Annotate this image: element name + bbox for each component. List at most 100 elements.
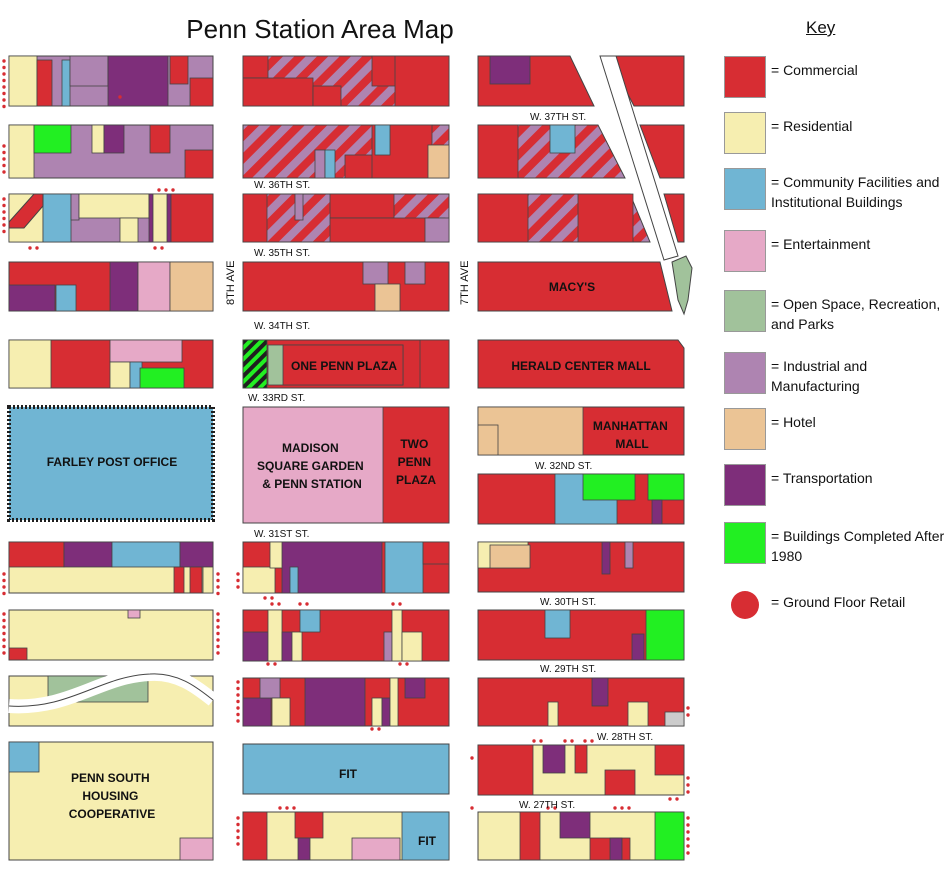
- retail-dot: [370, 727, 374, 731]
- block-b2-parcel: [324, 149, 336, 179]
- block-c6: [477, 406, 685, 456]
- retail-dot: [398, 662, 402, 666]
- key-label-open-space: = Open Space, Recreation, and Parks: [771, 296, 941, 332]
- block-c7-parcel: [582, 473, 636, 501]
- retail-dot: [546, 806, 550, 810]
- street-label-w29: W. 29TH ST.: [540, 664, 596, 675]
- retail-dot: [2, 78, 6, 83]
- block-a3-parcel: [152, 193, 168, 243]
- block-b8-parcel: [401, 631, 423, 662]
- block-a4-parcel: [109, 261, 139, 312]
- block-a4: [8, 261, 214, 312]
- retail-dot: [613, 806, 617, 810]
- block-c11: [477, 744, 685, 796]
- place-label-farley: FARLEY POST OFFICE: [47, 455, 177, 469]
- block-b5-parcel: [242, 339, 268, 389]
- block-b10-base: [242, 743, 450, 795]
- avenue-label-8th: 8TH AVE: [225, 261, 237, 305]
- retail-dot: [2, 572, 6, 576]
- retail-dot: [686, 790, 690, 794]
- block-a7-parcel: [202, 566, 214, 594]
- retail-dot: [160, 246, 164, 250]
- block-b3-parcel: [424, 217, 450, 243]
- key-swatch-retail: [731, 591, 759, 619]
- block-c7-parcel: [647, 473, 685, 501]
- block-c9-parcel: [631, 633, 645, 661]
- retail-dot: [2, 585, 6, 589]
- block-c10-parcel: [664, 711, 685, 727]
- block-a5-parcel: [139, 367, 185, 389]
- block-c12-parcel: [654, 811, 685, 861]
- block-c11-parcel: [542, 744, 566, 774]
- block-a5-parcel: [109, 361, 131, 389]
- block-b9-parcel: [389, 677, 399, 727]
- retail-dot: [2, 150, 6, 155]
- block-c10-parcel: [547, 701, 559, 727]
- retail-dot: [2, 210, 6, 214]
- block-b7-parcel: [384, 541, 424, 594]
- block-b9-parcel: [371, 697, 383, 727]
- block-a5-parcel: [109, 339, 183, 363]
- key-swatch-transportation: [724, 464, 766, 506]
- block-b2: [242, 124, 450, 179]
- broadway-street: [599, 55, 679, 261]
- retail-dot: [470, 806, 474, 810]
- retail-dot: [28, 246, 32, 250]
- retail-dot: [2, 578, 6, 583]
- place-label-fit-large: FIT: [339, 767, 358, 781]
- retail-dot: [236, 572, 240, 576]
- block-a7: [8, 541, 214, 594]
- retail-dot: [236, 578, 240, 583]
- retail-dot: [216, 638, 220, 642]
- block-b9-parcel: [304, 677, 366, 727]
- retail-dot: [35, 246, 39, 250]
- block-b9-parcel: [404, 677, 426, 699]
- block-c11-parcel: [604, 769, 636, 796]
- retail-dot: [470, 756, 474, 760]
- place-label-manhattan-mall: MANHATTAN MALL: [593, 419, 671, 451]
- block-b3-parcel: [329, 193, 395, 219]
- retail-dot: [266, 662, 270, 666]
- block-b9-parcel: [259, 677, 281, 699]
- block-a10: [8, 741, 214, 861]
- retail-dot: [236, 680, 240, 684]
- retail-dot: [236, 816, 240, 820]
- retail-dot: [686, 776, 690, 780]
- retail-dot: [164, 188, 168, 192]
- retail-dot: [236, 693, 240, 697]
- key-label-hotel: = Hotel: [771, 414, 816, 430]
- street-label-w36: W. 36TH ST.: [254, 180, 310, 191]
- block-a10-parcel: [179, 837, 214, 861]
- retail-dot: [686, 823, 690, 827]
- block-a2-parcel: [103, 124, 125, 154]
- block-b2-parcel: [314, 149, 326, 179]
- block-a3-parcel: [42, 193, 72, 243]
- retail-dot: [686, 851, 690, 855]
- key-title: Key: [806, 18, 836, 37]
- block-a1-parcel: [189, 77, 214, 107]
- block-a2-parcel: [91, 124, 105, 154]
- block-a6-base: [7, 405, 215, 522]
- block-b2-parcel: [374, 124, 391, 156]
- block-c10-parcel: [591, 677, 609, 707]
- block-a1-parcel: [61, 59, 71, 107]
- retail-dot: [686, 830, 690, 834]
- retail-dot: [532, 739, 536, 743]
- block-b2-parcel: [344, 154, 374, 179]
- retail-dot: [391, 602, 395, 606]
- key-swatch-new-buildings: [724, 522, 766, 564]
- retail-dot: [263, 596, 267, 600]
- key-swatch-commercial: [724, 56, 766, 98]
- retail-dot: [2, 98, 6, 102]
- block-a1-parcel: [69, 55, 109, 87]
- block-b9: [242, 677, 450, 727]
- retail-dot: [405, 662, 409, 666]
- block-a2-parcel: [149, 124, 171, 154]
- block-a7-parcel: [189, 566, 203, 594]
- retail-dot: [686, 816, 690, 820]
- block-a5-parcel: [8, 339, 52, 389]
- retail-dot: [2, 104, 6, 109]
- retail-dot: [236, 699, 240, 704]
- block-b4-parcel: [362, 261, 389, 285]
- retail-dot: [216, 618, 220, 623]
